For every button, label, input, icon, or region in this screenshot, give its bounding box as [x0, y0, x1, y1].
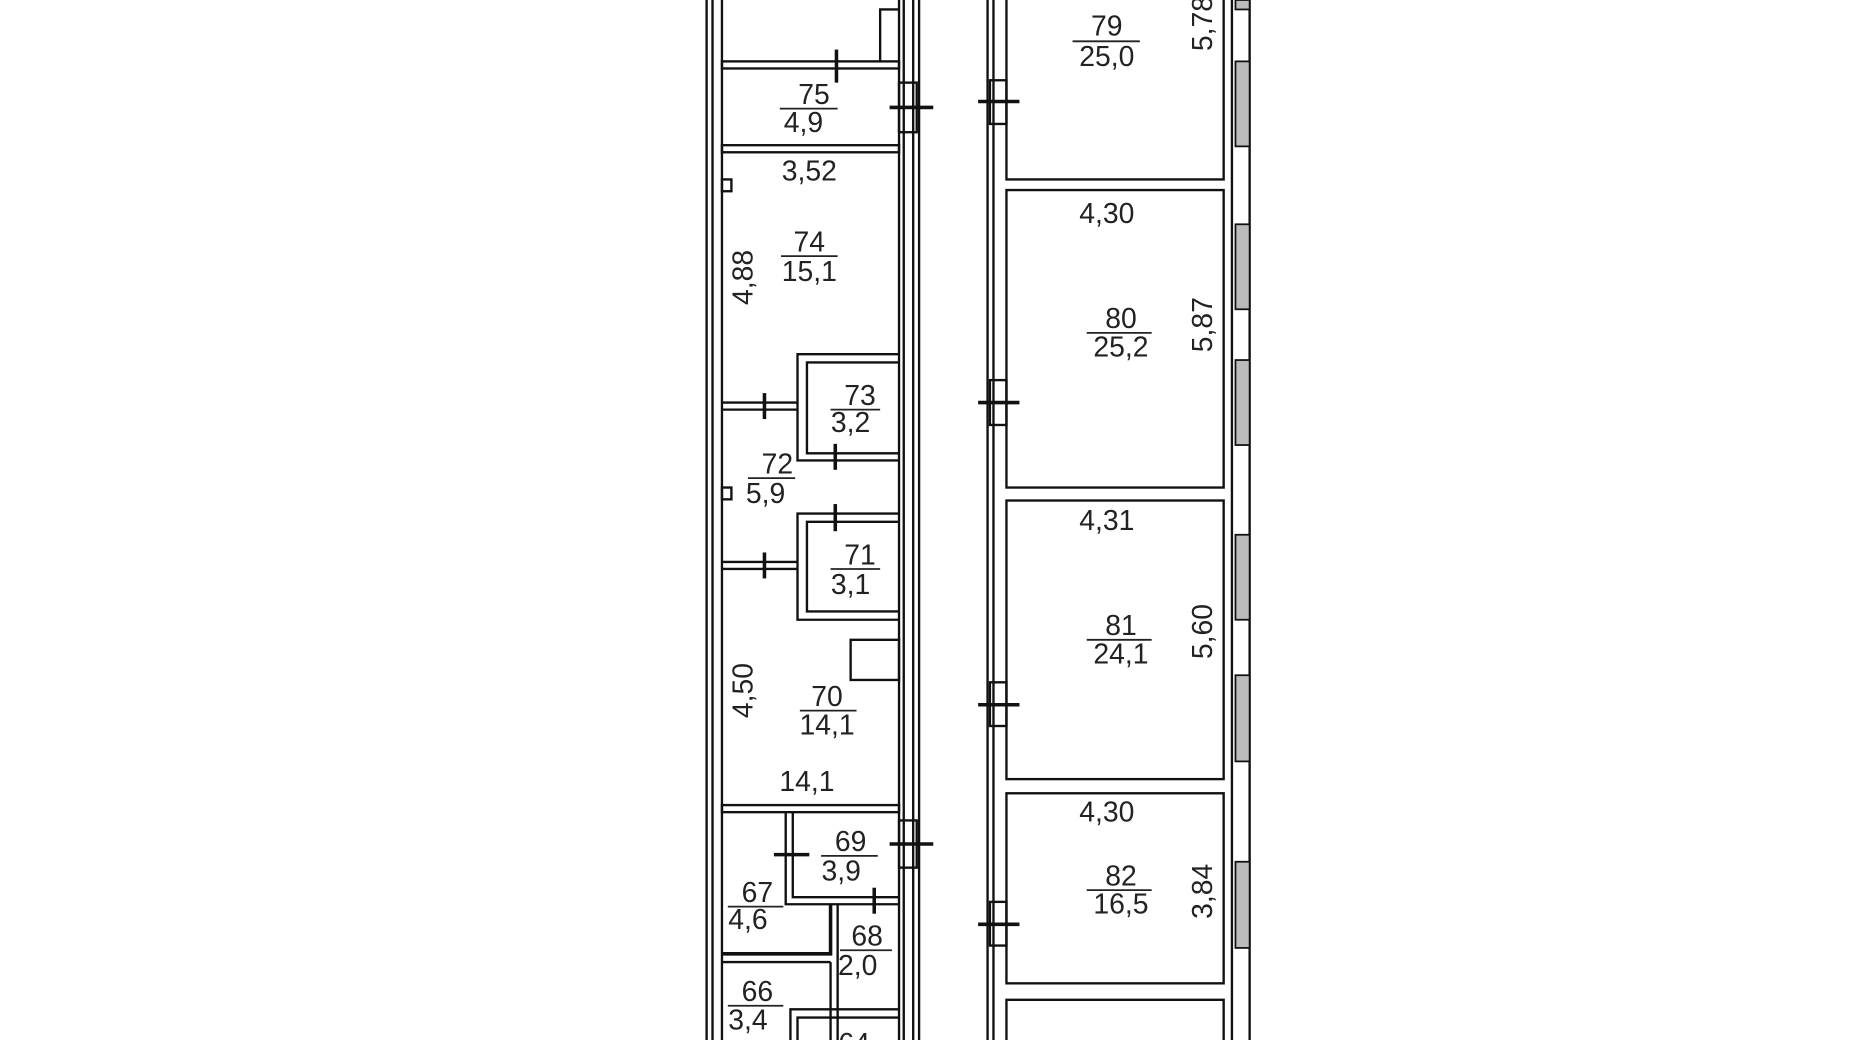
dimension-82-height: 3,84 — [1187, 864, 1219, 919]
room-area: 4,9 — [784, 107, 823, 139]
room-area: 2,0 — [838, 950, 877, 982]
room-67: 67 4,6 — [727, 877, 784, 936]
room-area: 4,6 — [728, 904, 767, 936]
room-area: 25,2 — [1093, 332, 1148, 364]
dimension-70-height: 4,50 — [728, 663, 760, 718]
room-area: 14,1 — [799, 709, 854, 741]
dimension-74-height: 4,88 — [728, 250, 760, 305]
room-number: 75 — [798, 79, 830, 111]
room-number: 66 — [742, 976, 774, 1008]
left-block-walls — [705, 0, 921, 1040]
room-number: 81 — [1105, 610, 1137, 642]
room-75: 75 4,9 — [779, 79, 838, 139]
room-number: 71 — [844, 539, 876, 571]
room-82: 82 16,5 — [1086, 860, 1152, 921]
room-number: 72 — [762, 448, 794, 480]
room-number: 73 — [844, 380, 876, 412]
room-73: 73 3,2 — [830, 380, 881, 439]
room-80: 80 25,2 — [1086, 303, 1152, 364]
left-block-doors — [762, 49, 934, 914]
room-number: 82 — [1105, 860, 1137, 892]
room-69: 69 3,9 — [821, 826, 878, 888]
room-66: 66 3,4 — [727, 976, 784, 1036]
room-74: 74 15,1 — [780, 226, 838, 288]
room-number: 68 — [851, 921, 883, 953]
dimension-74-width: 3,52 — [782, 156, 837, 188]
room-number: 74 — [794, 226, 826, 258]
room-number: 64 — [838, 1028, 870, 1040]
room-81: 81 24,1 — [1086, 610, 1152, 670]
room-area: 3,9 — [821, 856, 860, 888]
dimension-82-width: 4,30 — [1079, 797, 1134, 829]
room-area: 24,1 — [1093, 638, 1148, 670]
dimension-70-bottom: 14,1 — [779, 766, 834, 798]
room-area: 3,4 — [728, 1004, 767, 1036]
dimension-80-width: 4,30 — [1079, 198, 1134, 230]
room-79: 79 25,0 — [1072, 10, 1140, 73]
room-number: 67 — [742, 877, 774, 909]
room-68: 68 2,0 — [838, 921, 892, 982]
room-number: 79 — [1091, 10, 1123, 42]
room-area: 16,5 — [1093, 889, 1148, 921]
dimension-79-height: 5,78 — [1187, 0, 1219, 51]
corridor-doors — [978, 79, 1020, 947]
room-64: 64 — [838, 1028, 870, 1040]
room-labels: 79 25,0 75 4,9 74 15,1 73 3,2 72 5,9 71 … — [727, 10, 1152, 1040]
room-number: 69 — [835, 826, 867, 858]
room-area: 3,1 — [831, 569, 870, 601]
room-area: 3,2 — [831, 407, 870, 439]
room-area: 5,9 — [746, 478, 785, 510]
room-area: 15,1 — [782, 256, 837, 288]
room-area: 25,0 — [1079, 41, 1134, 73]
dimension-labels: 5,78 3,52 4,88 4,50 14,1 4,30 5,87 4,31 … — [728, 0, 1219, 919]
room-71: 71 3,1 — [830, 539, 881, 601]
dimension-81-height: 5,60 — [1187, 604, 1219, 659]
room-72: 72 5,9 — [746, 448, 796, 510]
room-number: 80 — [1105, 303, 1137, 335]
room-70: 70 14,1 — [799, 681, 857, 741]
dimension-81-width: 4,31 — [1079, 505, 1134, 537]
room-number: 70 — [811, 681, 843, 713]
windows — [1234, 0, 1251, 949]
dimension-80-height: 5,87 — [1187, 297, 1219, 352]
